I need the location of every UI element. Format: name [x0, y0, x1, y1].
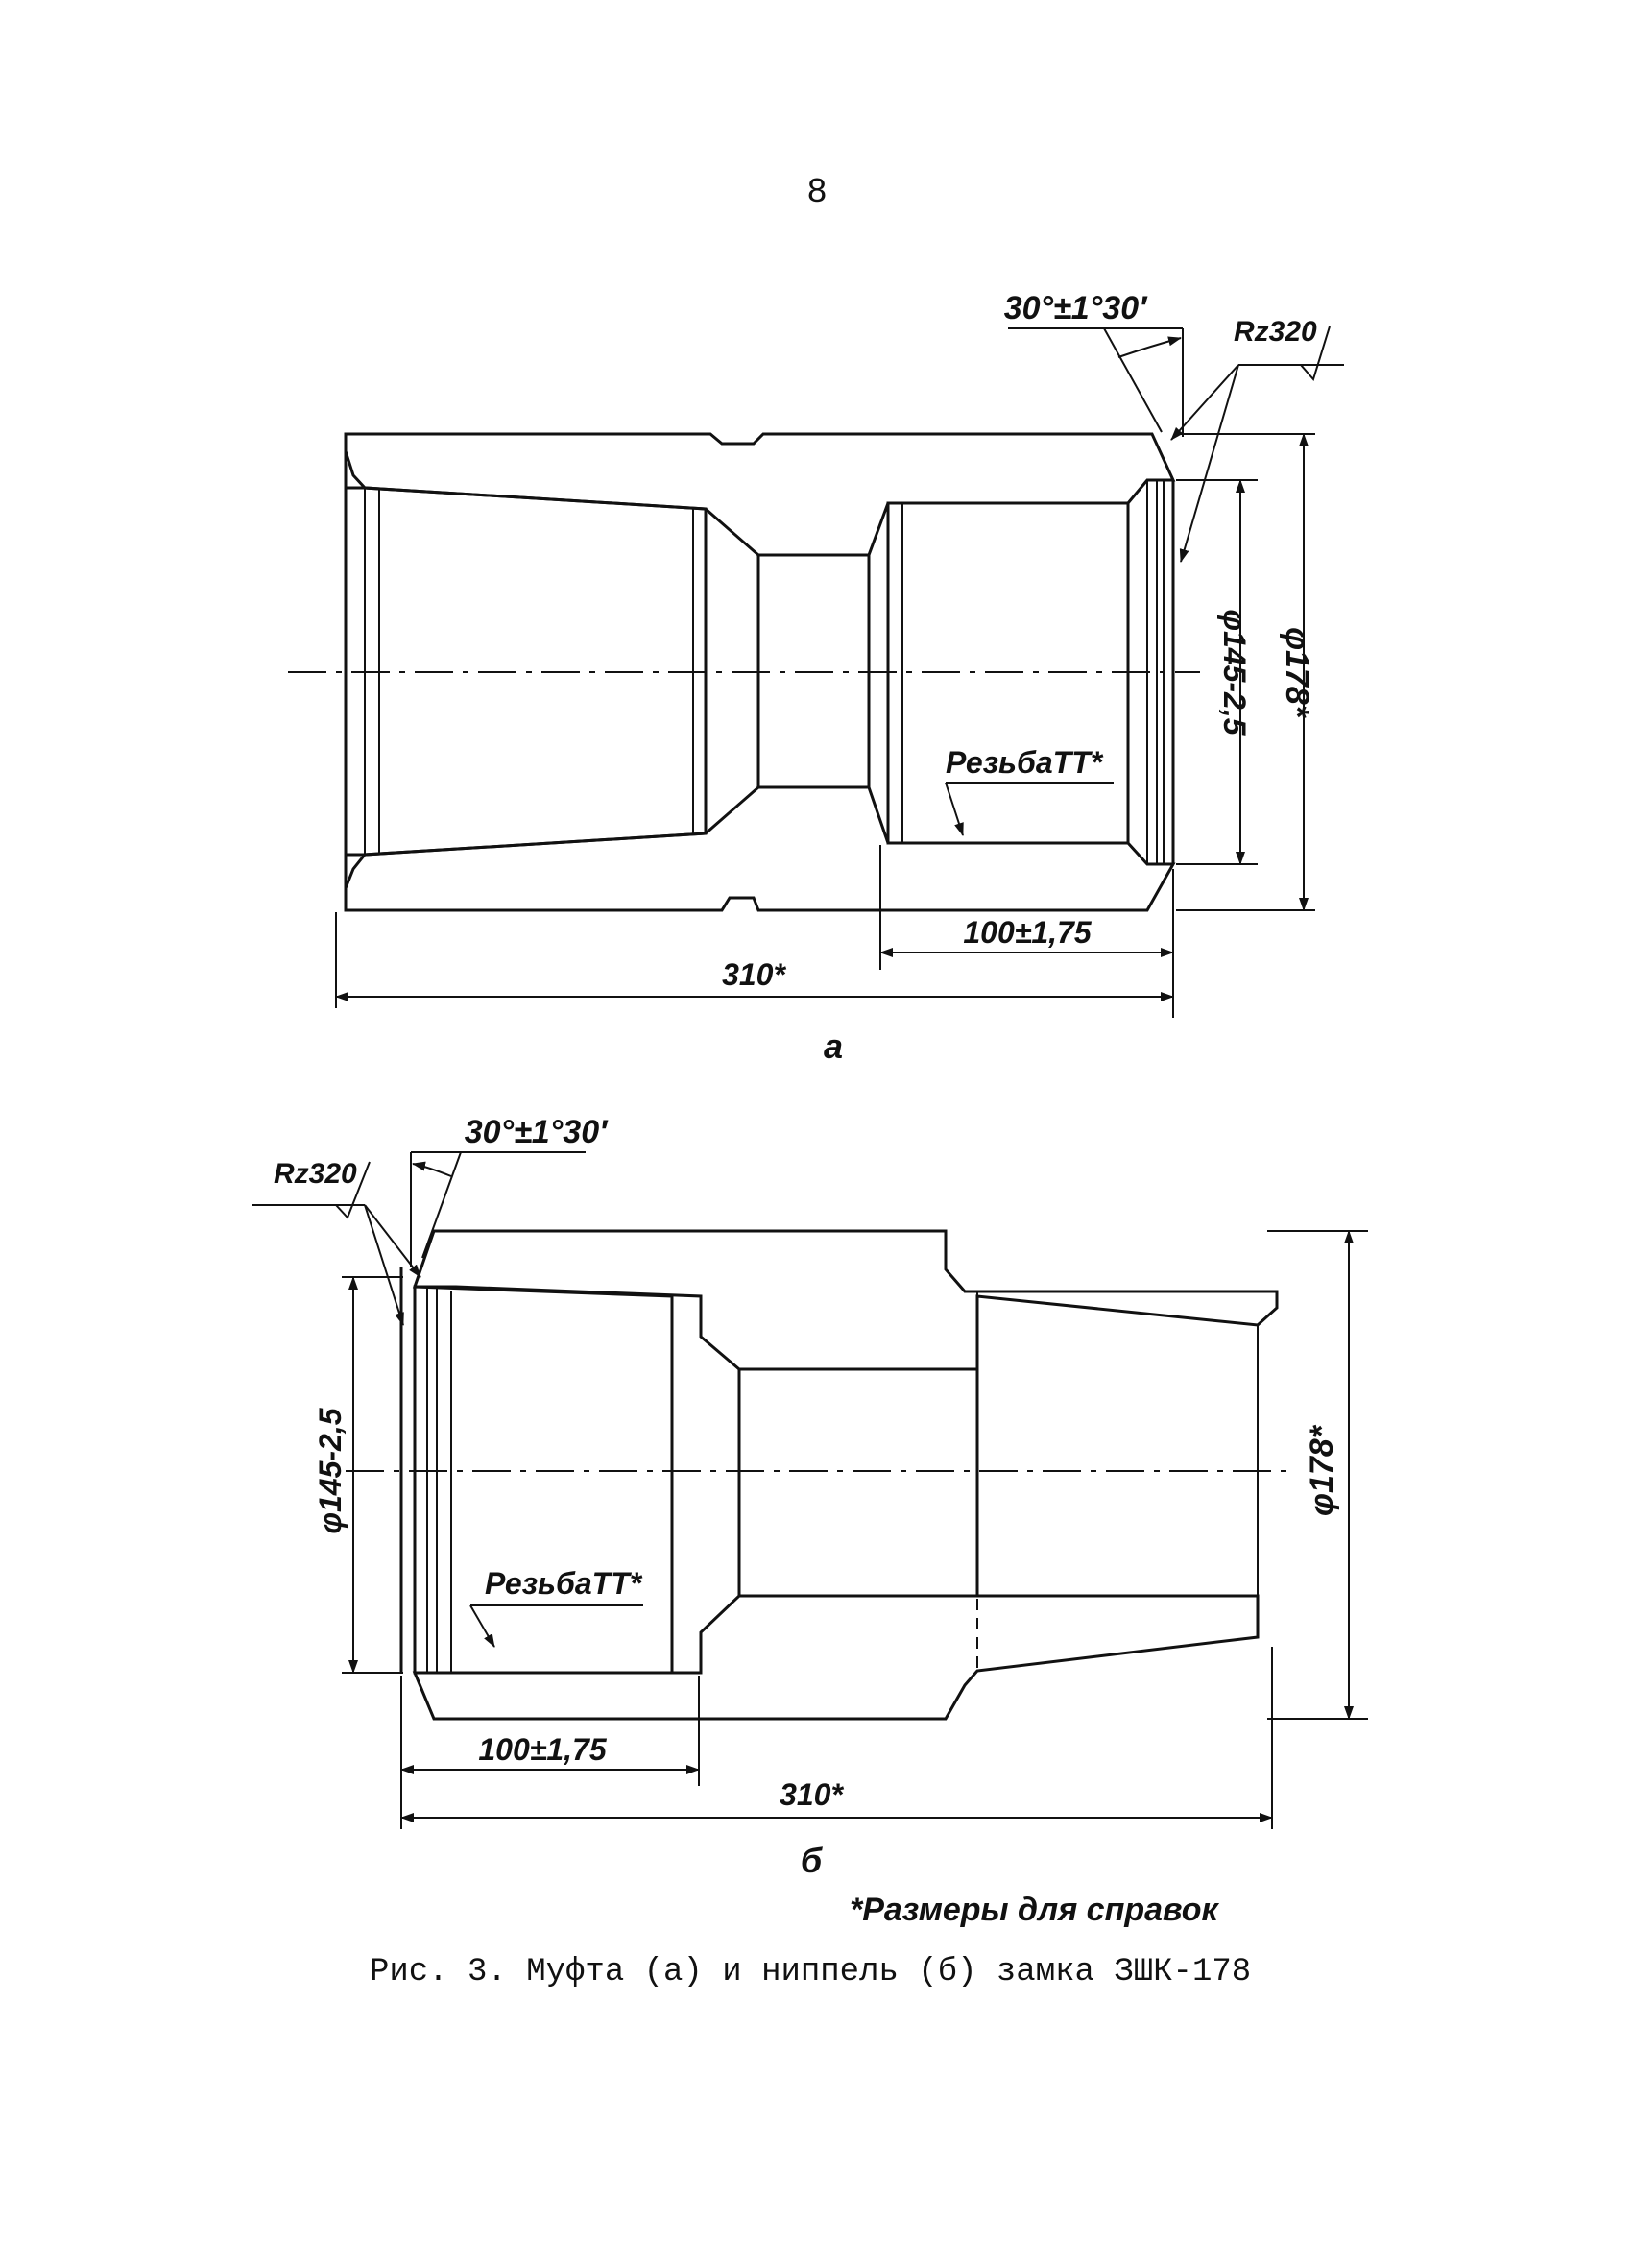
nipple-thread-cavity — [413, 1285, 674, 1675]
figure-b-nipple: φ145-2,5 φ178* 100±1,75 310* РезьбаТТ* 3… — [252, 1114, 1368, 1880]
thread-label: РезьбаТТ* — [946, 745, 1104, 780]
thread-label-b: РезьбаТТ* — [485, 1566, 643, 1601]
figure-a-coupling: φ178* φ145-2,5 100±1,75 310* РезьбаТТ* 3… — [288, 290, 1344, 1066]
roughness-label-b: Rz320 — [274, 1158, 357, 1190]
nipple-bore — [737, 1367, 979, 1598]
coupling-center-bore — [756, 553, 871, 789]
thread-diameter-label: φ145-2,5 — [1217, 609, 1252, 736]
outer-diameter-label: φ178* — [1279, 627, 1315, 719]
figure-caption: Рис. 3. Муфта (а) и ниппель (б) замка ЗШ… — [370, 1954, 1251, 1991]
nipple-lower-wall — [412, 1594, 1260, 1721]
page-number: 8 — [806, 173, 828, 212]
thread-length-label: 100±1,75 — [963, 915, 1092, 950]
nipple-upper-wall — [412, 1229, 1279, 1371]
thread-length-label-b: 100±1,75 — [478, 1732, 607, 1767]
roughness-label: Rz320 — [1234, 316, 1317, 348]
figure-a-label: a — [824, 1026, 843, 1066]
total-length-label: 310* — [722, 957, 786, 992]
figure-b-label: б — [801, 1841, 824, 1880]
total-length-label-b: 310* — [780, 1777, 844, 1812]
coupling-right-bore — [886, 501, 1130, 845]
angle-label: 30°±1°30′ — [1004, 290, 1148, 326]
outer-diameter-label-b: φ178* — [1304, 1424, 1340, 1516]
footnote: *Размеры для справок — [850, 1892, 1219, 1928]
angle-label-b: 30°±1°30′ — [465, 1114, 609, 1150]
coupling-upper-wall — [344, 432, 1176, 557]
thread-diameter-label-b: φ145-2,5 — [313, 1407, 348, 1533]
